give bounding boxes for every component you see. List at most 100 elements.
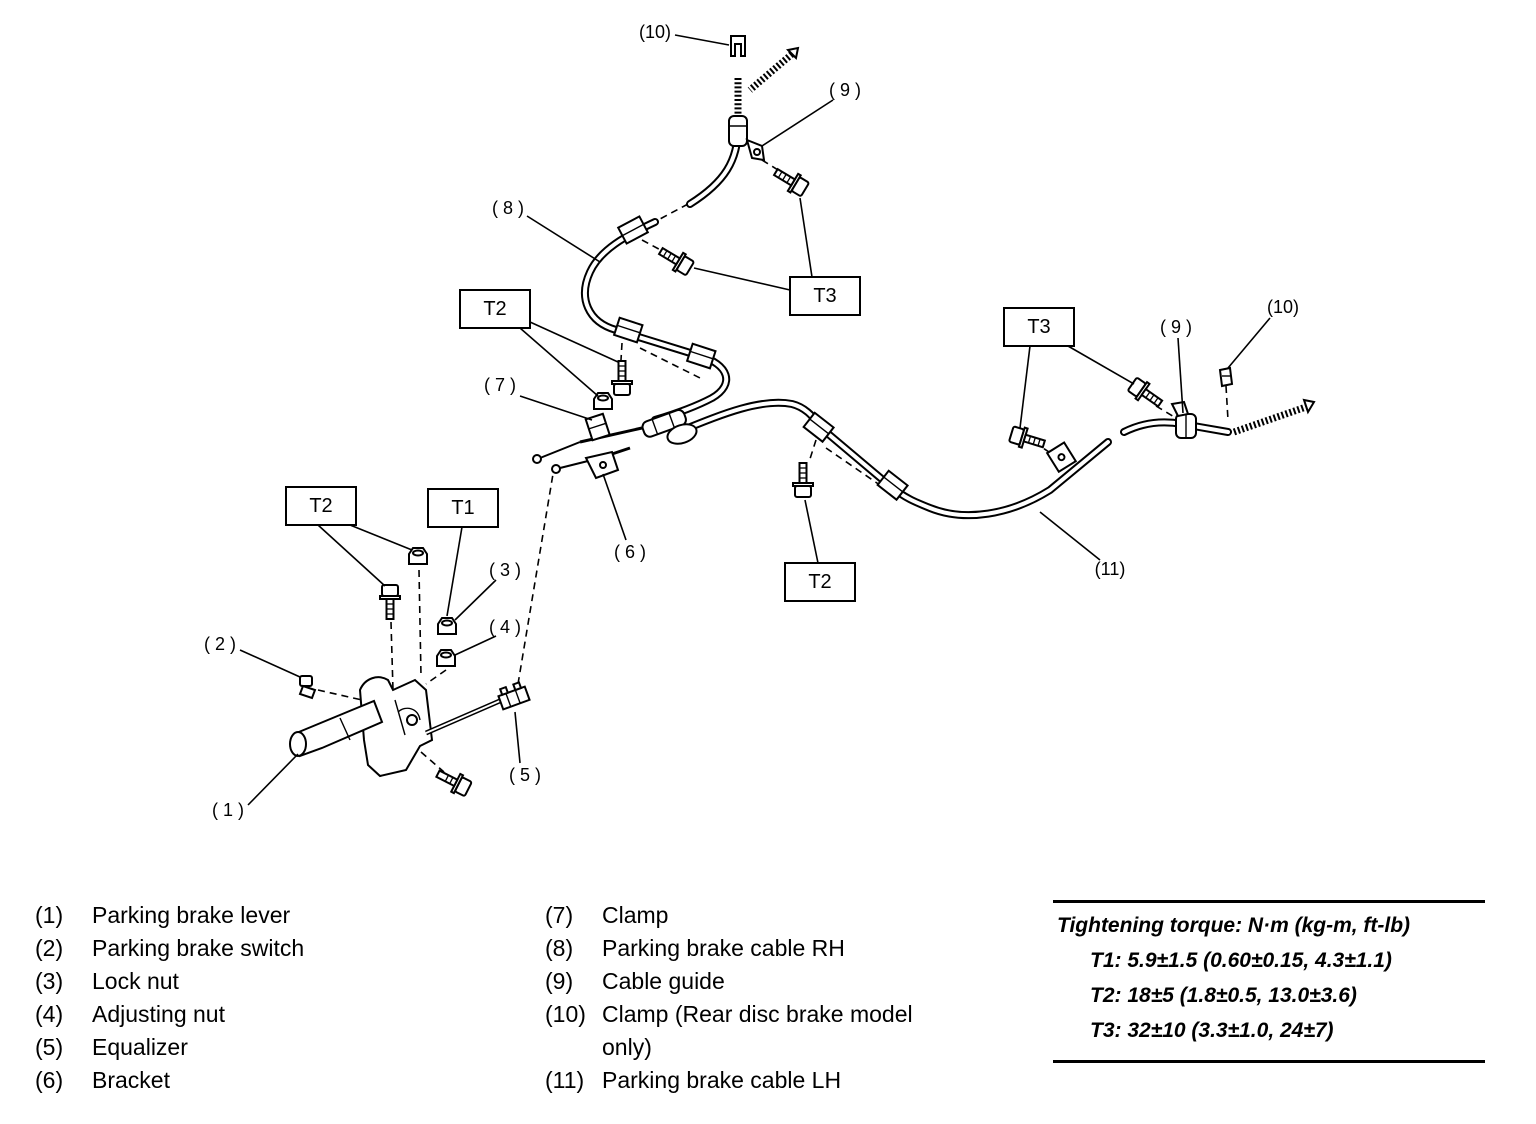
torque-spec-t1: T1: 5.9±1.5 (0.60±0.15, 4.3±1.1): [1090, 949, 1392, 972]
callout-9-right: ( 9 ): [1160, 317, 1192, 337]
callout-5: ( 5 ): [509, 765, 541, 785]
legend-item: (9) Cable guide: [545, 965, 952, 998]
nut-t2-lever: [408, 547, 428, 565]
svg-text:T2: T2: [309, 495, 332, 517]
callout-1: ( 1 ): [212, 800, 244, 820]
lever-rod: [425, 697, 503, 736]
torque-box-t1: T1: [427, 488, 499, 528]
parking-brake-cable-rh: [581, 46, 800, 424]
legend-item: (11)Parking brake cable LH: [545, 1064, 952, 1097]
bolt-t2-cable-lh: [792, 462, 814, 498]
callout-10-top: (10): [639, 22, 671, 42]
legend-label: Parking brake cable RH: [602, 935, 845, 961]
bolt-t3-cable-clamp: [657, 246, 695, 276]
legend-item: (1) Parking brake lever: [35, 899, 472, 932]
svg-text:T3: T3: [813, 285, 836, 307]
cable-rh-clamp-lower: [685, 342, 717, 370]
legend-number: (8): [545, 935, 574, 961]
clamp-7: [584, 412, 611, 442]
legend-number: (4): [35, 1001, 64, 1027]
inner-cable-rods: [532, 426, 643, 474]
callout-labels: (10) ( 9 ) ( 8 ) ( 7 ) ( 9 ) (10) ( 6 ) …: [204, 22, 1299, 820]
cable-rh-clamp-upper: [616, 215, 650, 245]
clamp-rear-disc-top: [730, 35, 746, 57]
callout-4: ( 4 ): [489, 617, 521, 637]
bolt-t2-lever: [379, 584, 401, 620]
legend-label: Cable guide: [602, 968, 725, 994]
bolt-lever-lower: [435, 769, 473, 797]
legend-item: (7) Clamp: [545, 899, 952, 932]
callout-6: ( 6 ): [614, 542, 646, 562]
bolt-t2-cable-clamp: [611, 360, 633, 396]
adjusting-nut: [436, 649, 456, 667]
clamp-rear-disc-right: [1218, 366, 1234, 388]
cable-lh-bracket: [1045, 441, 1078, 474]
leader-lines: [239, 34, 1271, 806]
nut-t2-center: [593, 392, 613, 410]
torque-box-t2-lower: T2: [784, 562, 856, 602]
parking-brake-lever: [289, 676, 434, 778]
parking-brake-switch: [298, 675, 317, 700]
legend-number: (5): [35, 1034, 64, 1060]
bolt-t3-cable-guide: [772, 167, 810, 197]
legend-item: (5) Equalizer: [35, 1031, 472, 1064]
legend-item: (4) Adjusting nut: [35, 998, 472, 1031]
torque-box-t2-center: T2: [459, 289, 531, 329]
svg-text:T1: T1: [451, 497, 474, 519]
legend-number: (9): [545, 968, 574, 994]
callout-3: ( 3 ): [489, 560, 521, 580]
torque-box-t3-upper: T3: [789, 276, 861, 316]
lock-nut: [437, 617, 457, 635]
legend-label: Lock nut: [92, 968, 179, 994]
cable-guide-right: [1170, 400, 1197, 439]
legend-number: (7): [545, 902, 574, 928]
legend-item: (10) Clamp (Rear disc brake model only): [545, 998, 952, 1064]
cable-rh-clamp-middle: [612, 316, 644, 344]
torque-specification: Tightening torque: N·m (kg-m, ft-lb) T1:…: [1053, 900, 1485, 1063]
legend-label: Clamp: [602, 902, 669, 928]
equalizer: [497, 681, 531, 711]
svg-text:T2: T2: [483, 298, 506, 320]
bolt-t3-cable-bracket: [1008, 425, 1047, 449]
legend-item: (3) Lock nut: [35, 965, 472, 998]
svg-text:T2: T2: [808, 571, 831, 593]
callout-9-top: ( 9 ): [829, 80, 861, 100]
cable-guide-top: [728, 115, 766, 162]
cable-lh-clamp-right: [876, 469, 910, 502]
legend-number: (1): [35, 902, 64, 928]
torque-box-t2-lever: T2: [285, 486, 357, 526]
parking-brake-exploded-diagram: (10) ( 9 ) ( 8 ) ( 7 ) ( 9 ) (10) ( 6 ) …: [204, 22, 1316, 820]
callout-10-right: (10): [1267, 297, 1299, 317]
callout-2: ( 2 ): [204, 634, 236, 654]
legend-right-column: (7) Clamp (8) Parking brake cable RH (9) Ca…: [545, 899, 952, 1097]
parking-brake-cable-lh: [674, 398, 1316, 520]
assembly-guide-lines: [317, 159, 1229, 773]
legend-item: (8) Parking brake cable RH: [545, 932, 952, 965]
callout-7: ( 7 ): [484, 375, 516, 395]
legend-label: Parking brake switch: [92, 935, 305, 961]
callout-11: (11): [1095, 559, 1126, 579]
legend-label: Bracket: [92, 1067, 170, 1093]
torque-spec-t3: T3: 32±10 (3.3±1.0, 24±7): [1090, 1019, 1334, 1042]
legend-number: (2): [35, 935, 64, 961]
svg-text:T3: T3: [1027, 316, 1050, 338]
cable-lh-end-fitting: [666, 423, 698, 445]
callout-8: ( 8 ): [492, 198, 524, 218]
legend-item: (2) Parking brake switch: [35, 932, 472, 965]
legend-label: Adjusting nut: [92, 1001, 225, 1027]
legend-number: (10): [545, 1001, 586, 1027]
legend-label: Clamp (Rear disc brake model only): [602, 1001, 913, 1060]
cable-lh-clamp-left: [802, 411, 836, 444]
torque-spec-t2: T2: 18±5 (1.8±0.5, 13.0±3.6): [1090, 984, 1357, 1007]
legend-number: (6): [35, 1067, 64, 1093]
legend-label: Parking brake lever: [92, 902, 291, 928]
legend-label: Parking brake cable LH: [602, 1067, 842, 1093]
legend-item: (6) Bracket: [35, 1064, 472, 1097]
torque-box-t3-right: T3: [1003, 307, 1075, 347]
torque-spec-title: Tightening torque: N·m (kg-m, ft-lb): [1057, 914, 1411, 937]
legend-left-column: (1) Parking brake lever (2) Parking brake …: [35, 899, 472, 1097]
legend-number: (3): [35, 968, 64, 994]
legend-label: Equalizer: [92, 1034, 188, 1060]
bolt-t3-cable-guide-right: [1127, 377, 1164, 408]
bracket-6: [584, 450, 620, 480]
